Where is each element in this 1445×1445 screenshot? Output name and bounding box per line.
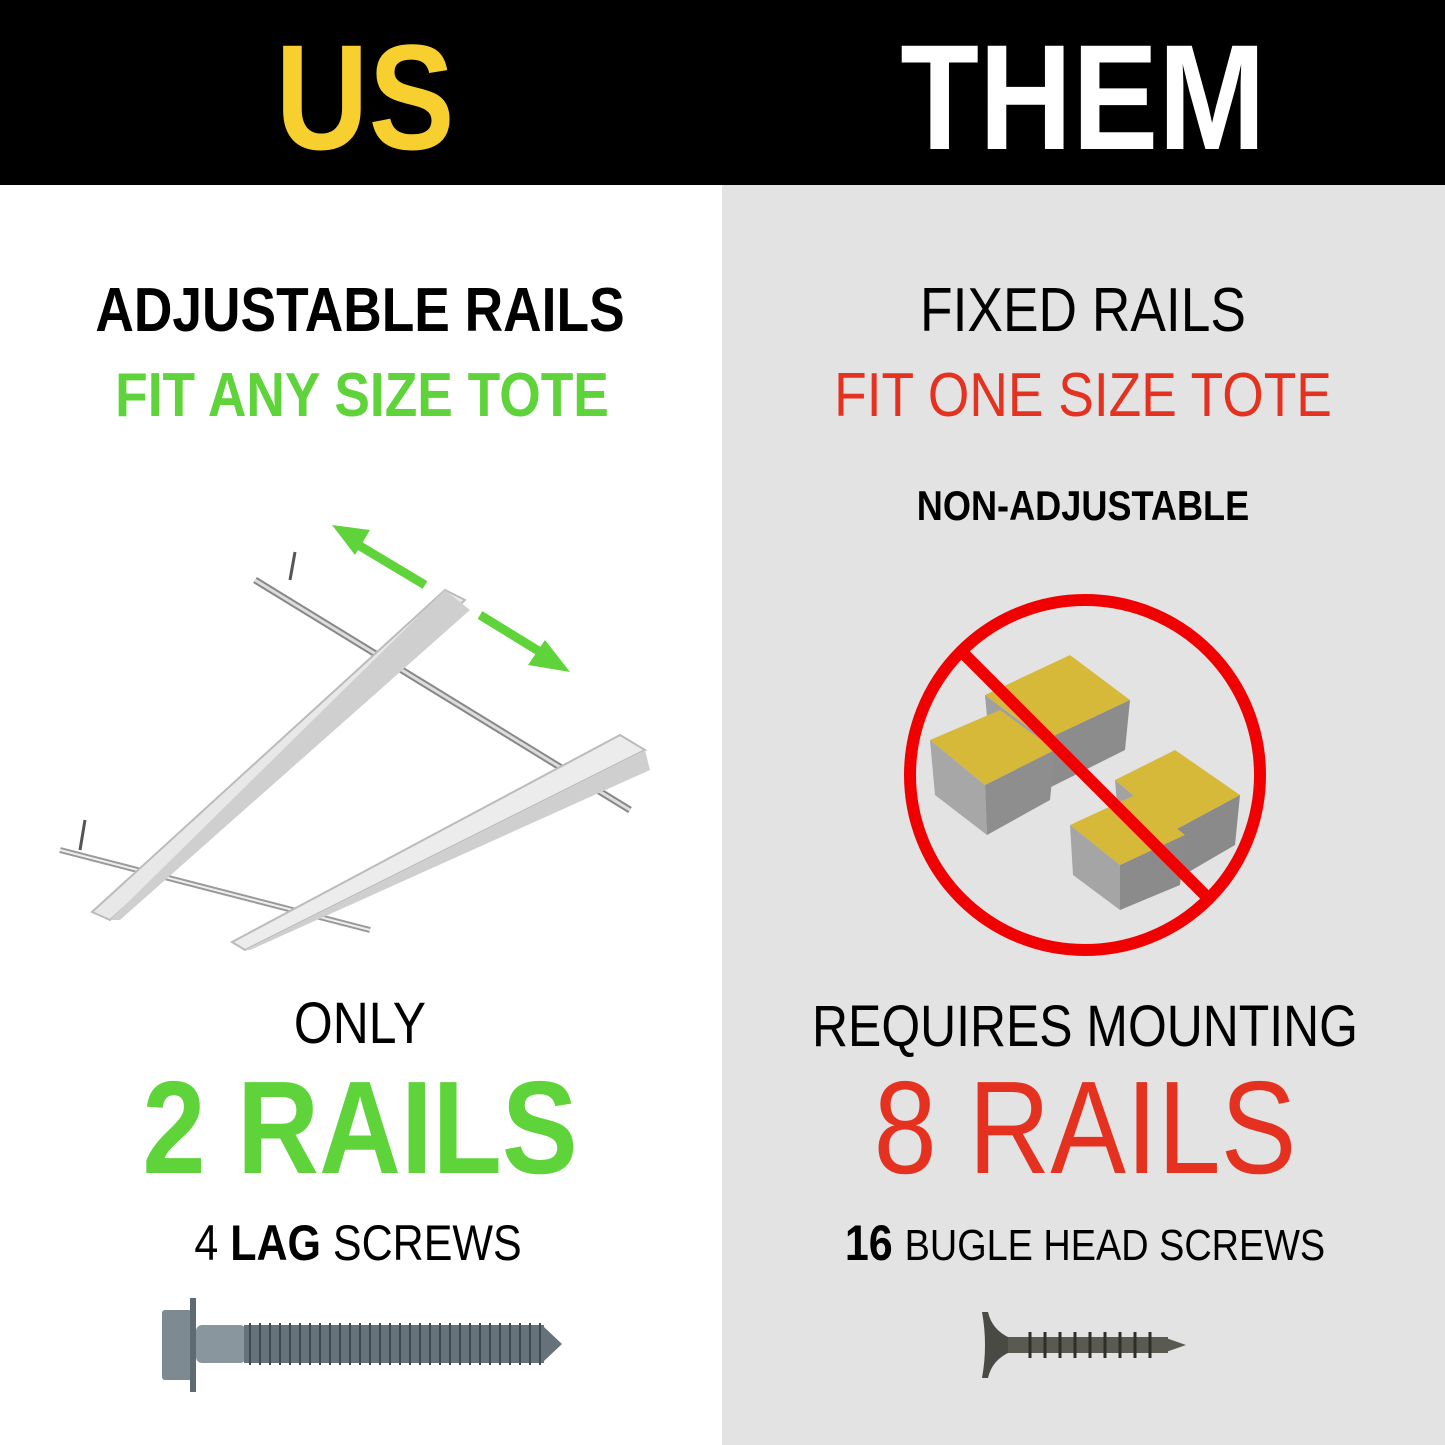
tote-icon — [930, 710, 1055, 835]
us-subline: FIT ANY SIZE TOTE — [115, 361, 609, 430]
us-screws-word: SCREWS — [332, 1215, 522, 1271]
header-bar: US THEM — [0, 0, 1445, 185]
them-screws-type: BUGLE HEAD SCREWS — [904, 1221, 1326, 1270]
us-rail-count: 2 RAILS — [142, 1054, 578, 1201]
lag-screw-icon — [162, 1298, 562, 1392]
adjustable-rails-image — [59, 525, 650, 952]
them-title: THEM — [900, 13, 1266, 181]
bugle-screw-icon — [982, 1312, 1186, 1378]
us-screws-type: LAG — [230, 1215, 321, 1271]
them-headline: FIXED RAILS — [920, 276, 1246, 345]
them-screws-label: 16 BUGLE HEAD SCREWS — [845, 1218, 1325, 1268]
them-rail-count: 8 RAILS — [873, 1054, 1297, 1201]
prohibited-sign-icon — [904, 594, 1266, 956]
us-panel — [0, 185, 722, 1445]
them-subline: FIT ONE SIZE TOTE — [834, 361, 1332, 430]
us-headline: ADJUSTABLE RAILS — [95, 276, 625, 345]
us-title: US — [275, 13, 455, 181]
fixed-totes-image — [904, 594, 1266, 956]
us-only-label: ONLY — [293, 991, 427, 1056]
them-note: NON-ADJUSTABLE — [916, 482, 1250, 529]
us-screws-count: 4 — [194, 1215, 219, 1271]
us-screws-label: 4 LAG SCREWS — [194, 1218, 521, 1268]
them-requires-label: REQUIRES MOUNTING — [812, 994, 1358, 1059]
them-panel — [722, 185, 1445, 1445]
double-arrow-icon — [332, 525, 570, 672]
them-screws-count: 16 — [844, 1215, 893, 1271]
